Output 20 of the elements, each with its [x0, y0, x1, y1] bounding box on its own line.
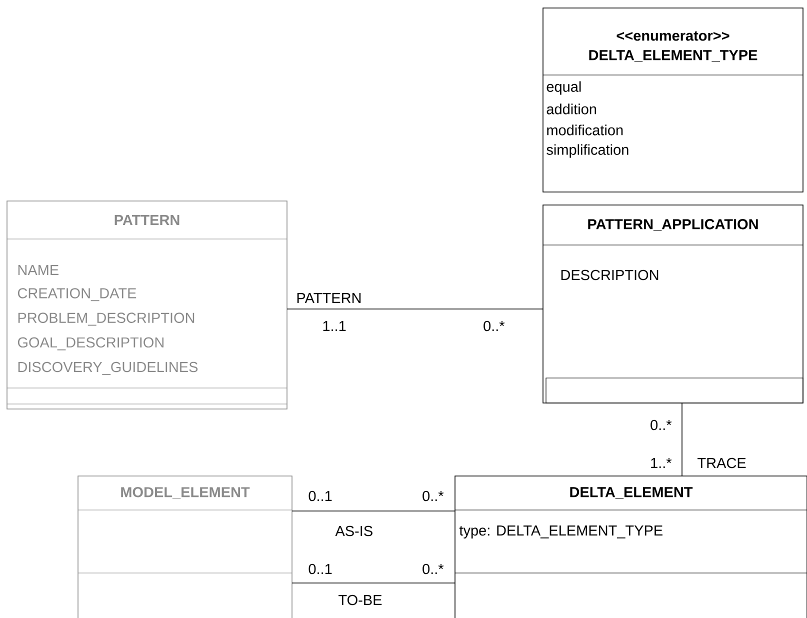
class-box: PATTERN NAME CREATION_DATE PROBLEM_DESCRIPTION GOAL_DESCRIPTION DISCOVERY_GUIDELINES — [6, 200, 288, 410]
multiplicity-label: 1..* — [651, 458, 672, 468]
class-box: DELTA_ELEMENT type: DELTA_ELEMENT_TYPE — [454, 476, 807, 618]
class-box: PATTERN_APPLICATION DESCRIPTION — [542, 204, 804, 404]
association-line — [292, 510, 456, 512]
multiplicity-label: 0..* — [422, 564, 444, 574]
multiplicity-label: 0..* — [484, 320, 505, 332]
edge-label: PATTERN — [297, 293, 361, 303]
multiplicity-label: 0..* — [650, 420, 672, 430]
multiplicity-label: 0..1 — [308, 490, 332, 502]
multiplicity-label: 0..1 — [308, 564, 332, 574]
association-line — [286, 308, 544, 310]
association-line — [292, 582, 456, 584]
edge-label: TRACE — [698, 458, 746, 468]
class-box: MODEL_ELEMENT — [78, 476, 292, 618]
edge-label: AS-IS — [335, 526, 372, 536]
edge-label: TO-BE — [338, 594, 382, 606]
class-box: <<enumerator>> DELTA_ELEMENT_TYPE equal addition modification simplification — [542, 8, 804, 192]
multiplicity-label: 1..1 — [323, 321, 346, 331]
multiplicity-label: 0..* — [422, 490, 444, 502]
